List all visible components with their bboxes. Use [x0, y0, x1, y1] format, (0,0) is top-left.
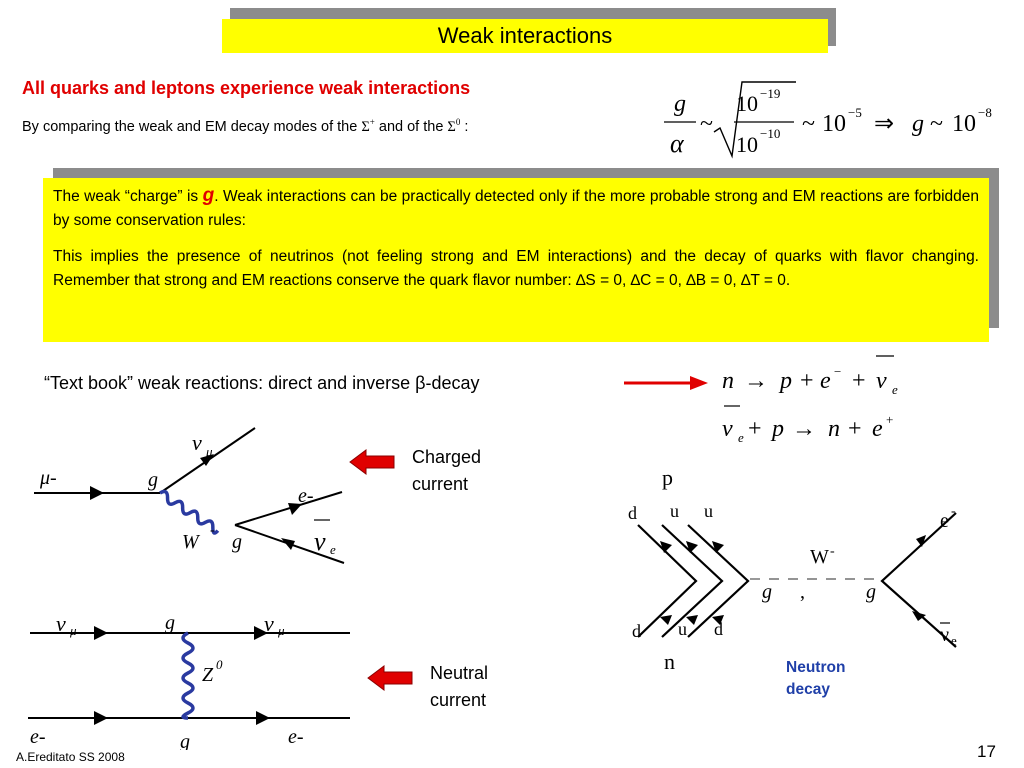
sigma-plus: Σ+: [361, 117, 375, 135]
label-W-sup: -: [210, 523, 215, 538]
quark-top-3: u: [704, 501, 713, 521]
slide-heading: All quarks and leptons experience weak i…: [22, 78, 471, 98]
label-g-vertex-1: g: [148, 469, 158, 491]
label-electron-neutron-sup: -: [951, 504, 956, 519]
reaction2-nu: ν: [722, 416, 733, 442]
reaction1-e-sup: −: [834, 364, 841, 379]
label-W: W: [182, 531, 201, 553]
label-neutron: n: [664, 649, 675, 674]
label-nu-mu: ν: [192, 430, 202, 455]
reaction1-plus: +: [800, 368, 814, 394]
reaction2-arrow: →: [792, 416, 816, 442]
reaction1-p: p: [778, 368, 792, 394]
reaction1-n: n: [722, 368, 734, 394]
label-nu-right: ν: [264, 611, 274, 636]
label-antinu-e: ν: [314, 527, 326, 556]
reaction1-nu: ν: [876, 368, 887, 394]
reaction1-arrow: →: [744, 368, 768, 394]
info-paragraph-2: This implies the presence of neutrinos (…: [53, 248, 979, 289]
formula-tilde-1: ~: [700, 111, 713, 137]
label-comma: ,: [800, 581, 805, 603]
page-number: 17: [977, 742, 996, 761]
reaction2-n: n: [828, 416, 840, 442]
formula-tilde-3: ~: [930, 111, 943, 137]
quark-bottom-3: d: [714, 619, 723, 639]
title-banner: Weak interactions: [222, 19, 828, 53]
label-e-left: e-: [30, 726, 46, 748]
beta-decay-reactions: n → p + e − + ν e ν e + p → n + e +: [722, 355, 898, 445]
reaction2-e-sup: +: [886, 412, 893, 427]
formula-den-exp: −10: [760, 126, 780, 141]
label-nu-left: ν: [56, 611, 66, 636]
info-paragraph-1: The weak “charge” is g. Weak interaction…: [53, 185, 980, 229]
comparison-text: By comparing the weak and EM decay modes…: [22, 117, 469, 135]
label-e-right: e-: [288, 726, 304, 748]
label-g-neutron-right: g: [866, 581, 876, 603]
reaction2-plus-2: +: [848, 416, 862, 442]
neutral-current-diagram: ν μ g ν μ Z 0 e- g e-: [28, 611, 350, 750]
reaction2-p: p: [770, 416, 784, 442]
reaction1-nu-sub: e: [892, 382, 898, 397]
formula-tilde-2: ~: [802, 111, 815, 137]
label-electron-neutron: e: [940, 510, 949, 532]
neutron-decay-diagram: p d u u d u d n W - g , g e - ν e: [628, 465, 957, 674]
formula-res: 10: [952, 111, 976, 137]
red-right-arrow: [624, 376, 708, 390]
formula-mid: 10: [822, 111, 846, 137]
label-electron: e-: [298, 485, 314, 507]
slide-title: Weak interactions: [437, 23, 613, 48]
formula-g: g: [674, 91, 686, 117]
neutral-current-label: Neutral current: [430, 663, 489, 710]
formula-mid-exp: −5: [848, 105, 862, 120]
reaction2-e: e: [872, 416, 883, 442]
formula-implies: ⇒: [874, 111, 894, 137]
coupling-formula: g α ~ 10 −19 10 −10 ~ 10 −5 ⇒ g ~ 10 −8: [664, 81, 992, 159]
reaction1-e: e: [820, 368, 831, 394]
charged-current-label: Charged current: [412, 447, 482, 494]
label-W-neutron-sup: -: [830, 544, 835, 559]
reaction1-plus-2: +: [852, 368, 866, 394]
reaction2-nu-sub: e: [738, 430, 744, 445]
formula-num-exp: −19: [760, 86, 780, 101]
label-W-neutron: W: [810, 546, 829, 568]
neutron-decay-label: Neutron decay: [786, 659, 846, 698]
formula-num: 10: [736, 91, 758, 116]
sigma-zero: Σ0: [447, 117, 461, 135]
quark-top-1: d: [628, 503, 637, 523]
label-g-neutron-left: g: [762, 581, 772, 603]
formula-den: 10: [736, 132, 758, 157]
reaction2-plus: +: [748, 416, 762, 442]
label-antinu-neutron-sub: e: [951, 633, 957, 648]
label-Z-sup: 0: [216, 657, 223, 672]
label-nu-mu-sub: μ: [205, 444, 213, 459]
textbook-reactions-text: “Text book” weak reactions: direct and i…: [44, 373, 480, 393]
charged-current-arrow: [349, 449, 395, 475]
label-g-top: g: [165, 612, 175, 634]
quark-bottom-2: u: [678, 619, 687, 639]
formula-res-exp: −8: [978, 105, 992, 120]
weak-charge-symbol: g: [202, 185, 215, 206]
charged-current-diagram: μ- ν μ g e- W - g ν e: [34, 427, 345, 564]
formula-g-2: g: [912, 111, 924, 137]
label-Z: Z: [202, 664, 214, 686]
quark-bottom-1: d: [632, 621, 641, 641]
label-g-vertex-2: g: [232, 531, 242, 553]
quark-top-2: u: [670, 501, 679, 521]
neutral-current-arrow: [367, 665, 413, 691]
formula-alpha: α: [670, 129, 685, 158]
label-proton: p: [662, 465, 673, 490]
label-antinu-neutron: ν: [940, 624, 949, 646]
footer-author: A.Ereditato SS 2008: [16, 750, 125, 764]
label-muon: μ-: [39, 467, 57, 489]
label-antinu-e-sub: e: [330, 542, 336, 557]
label-nu-left-sub: μ: [69, 623, 77, 638]
label-g-bottom: g: [180, 731, 190, 750]
info-box: The weak “charge” is g. Weak interaction…: [43, 178, 989, 342]
label-nu-right-sub: μ: [277, 623, 285, 638]
